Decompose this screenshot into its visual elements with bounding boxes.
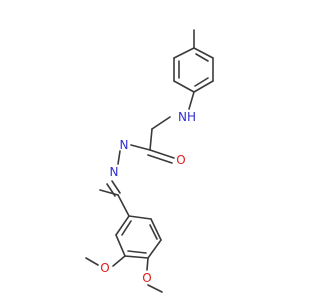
carbonyl-oxygen-label: O — [176, 153, 185, 167]
bond — [117, 150, 121, 165]
bond — [146, 257, 149, 271]
nitrogen-label: N — [110, 165, 119, 179]
bond — [194, 77, 209, 87]
structure-canvas: NH O N N O O — [85, 29, 214, 293]
bond — [147, 284, 163, 293]
bond — [173, 80, 195, 93]
molecule-drawing: NH O N N O O — [85, 29, 214, 293]
bond — [112, 255, 126, 267]
bond — [147, 154, 173, 164]
bond — [121, 220, 132, 236]
tolyl-ring — [173, 29, 214, 93]
bond — [117, 194, 130, 217]
nh-label: NH — [178, 110, 196, 124]
bond — [151, 116, 171, 130]
bond — [193, 80, 214, 93]
methoxy-oxygen-label: O — [100, 261, 109, 275]
bond — [85, 257, 99, 266]
bond — [124, 255, 149, 259]
bond — [193, 47, 214, 59]
bond — [111, 180, 121, 194]
bond — [147, 239, 162, 259]
bond — [188, 91, 195, 110]
bond — [173, 47, 195, 59]
bond — [130, 144, 151, 151]
bond — [195, 53, 209, 62]
bond — [128, 215, 152, 220]
atom-labels: NH O N N O O — [100, 110, 196, 285]
bond — [115, 234, 126, 257]
dimethoxyphenyl-ring — [115, 215, 162, 259]
bond — [127, 250, 147, 254]
methoxy-oxygen-label: O — [142, 271, 151, 285]
bond — [149, 224, 158, 240]
bond — [99, 189, 119, 196]
bond — [149, 149, 175, 159]
bond — [150, 218, 162, 241]
bond — [115, 215, 130, 236]
linker-chain — [99, 91, 195, 217]
bond — [149, 128, 153, 151]
methoxy-groups — [85, 255, 163, 293]
nitrogen-label: N — [120, 138, 129, 152]
